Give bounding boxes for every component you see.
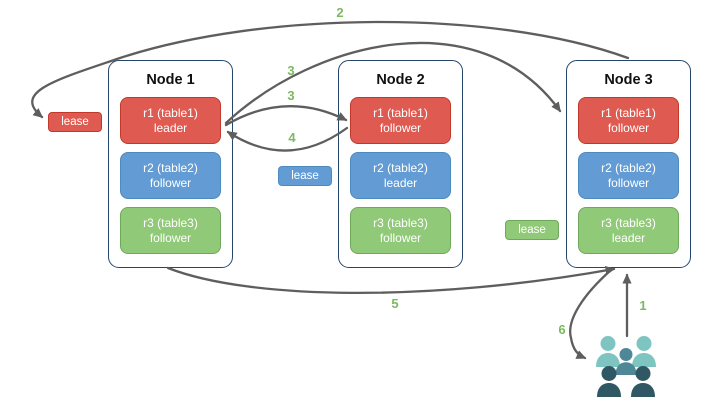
- node-2: Node 2 r1 (table1) follower r2 (table2) …: [338, 60, 463, 268]
- replica-role: follower: [379, 230, 422, 245]
- replica-r3-node3: r3 (table3) leader: [578, 207, 679, 254]
- replica-role: leader: [383, 175, 418, 190]
- step-label-6: 6: [558, 322, 566, 337]
- replica-label: r2 (table2): [601, 160, 656, 175]
- replica-label: r2 (table2): [143, 160, 198, 175]
- replica-label: r3 (table3): [373, 215, 428, 230]
- replica-role: follower: [607, 175, 650, 190]
- lease-badge-green: lease: [505, 220, 559, 240]
- step-label-2: 2: [336, 5, 344, 20]
- step-label-4: 4: [288, 130, 296, 145]
- step-label-3a: 3: [287, 63, 295, 78]
- node-title: Node 1: [146, 72, 195, 88]
- replica-r1-node3: r1 (table1) follower: [578, 97, 679, 144]
- replica-r2-node3: r2 (table2) follower: [578, 152, 679, 199]
- node-title: Node 3: [604, 72, 653, 88]
- replica-r1-node1: r1 (table1) leader: [120, 97, 221, 144]
- node-title: Node 2: [376, 72, 425, 88]
- replica-role: leader: [611, 230, 646, 245]
- replica-role: follower: [607, 120, 650, 135]
- replica-role: leader: [153, 120, 188, 135]
- step-label-5: 5: [391, 296, 399, 311]
- replica-label: r3 (table3): [143, 215, 198, 230]
- replica-r3-node2: r3 (table3) follower: [350, 207, 451, 254]
- replica-r2-node1: r2 (table2) follower: [120, 152, 221, 199]
- step-label-1: 1: [639, 298, 647, 313]
- replica-role: follower: [379, 120, 422, 135]
- node-3: Node 3 r1 (table1) follower r2 (table2) …: [566, 60, 691, 268]
- node-1: Node 1 r1 (table1) leader r2 (table2) fo…: [108, 60, 233, 268]
- replica-label: r1 (table1): [373, 105, 428, 120]
- lease-badge-red: lease: [48, 112, 102, 132]
- replica-role: follower: [149, 230, 192, 245]
- replica-r2-node2: r2 (table2) leader: [350, 152, 451, 199]
- replica-role: follower: [149, 175, 192, 190]
- arrow-step5-node1-to-node3: [166, 265, 616, 295]
- users-icon: [596, 336, 656, 397]
- step-label-3b: 3: [287, 88, 295, 103]
- replica-label: r1 (table1): [601, 105, 656, 120]
- replica-label: r2 (table2): [373, 160, 428, 175]
- replica-label: r3 (table3): [601, 215, 656, 230]
- replica-r3-node1: r3 (table3) follower: [120, 207, 221, 254]
- lease-badge-blue: lease: [278, 166, 332, 186]
- replica-r1-node2: r1 (table1) follower: [350, 97, 451, 144]
- arrow-step3-leader-to-node2: [224, 105, 348, 127]
- replica-label: r1 (table1): [143, 105, 198, 120]
